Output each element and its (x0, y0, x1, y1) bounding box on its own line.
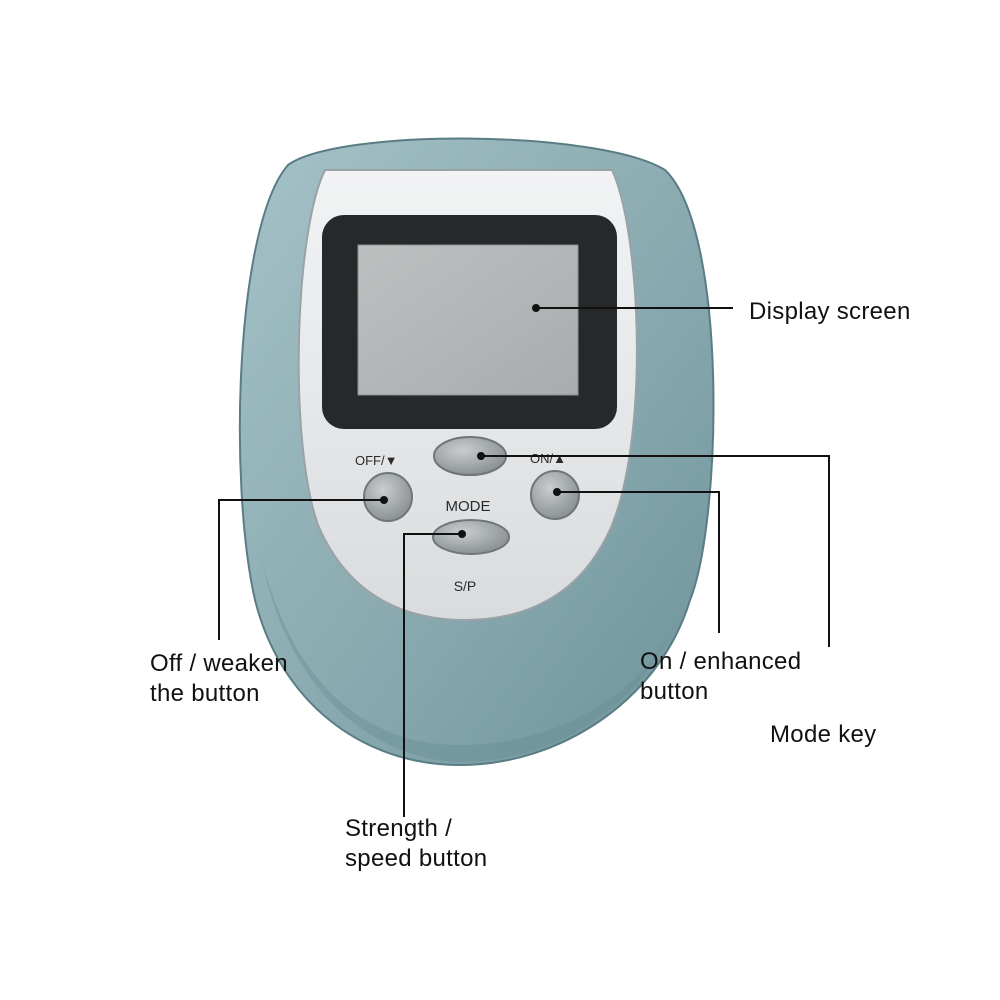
leader-on-enhanced (557, 491, 720, 633)
leader-strength-speed (403, 533, 462, 817)
mode-label: MODE (446, 498, 491, 515)
callout-off-weaken: Off / weaken the button (150, 650, 288, 707)
leader-dot-strength (458, 530, 466, 538)
callout-mode-key: Mode key (770, 721, 877, 748)
callout-on-enhanced: On / enhanced button (640, 648, 802, 705)
leader-mode-key (481, 455, 830, 647)
leader-dot-on (553, 488, 561, 496)
callout-strength-speed: Strength / speed button (345, 815, 488, 872)
leader-off-weaken (218, 499, 384, 640)
leader-dot-display (532, 304, 540, 312)
leader-dot-mode (477, 452, 485, 460)
sp-label: S/P (454, 578, 477, 594)
callout-display-screen: Display screen (749, 298, 911, 325)
leader-dot-off (380, 496, 388, 504)
off-weaken-button[interactable] (363, 472, 413, 522)
on-label: ON/▲ (530, 451, 566, 466)
off-label: OFF/▼ (355, 453, 397, 468)
strength-speed-button[interactable] (432, 519, 510, 555)
display-screen (357, 244, 579, 396)
